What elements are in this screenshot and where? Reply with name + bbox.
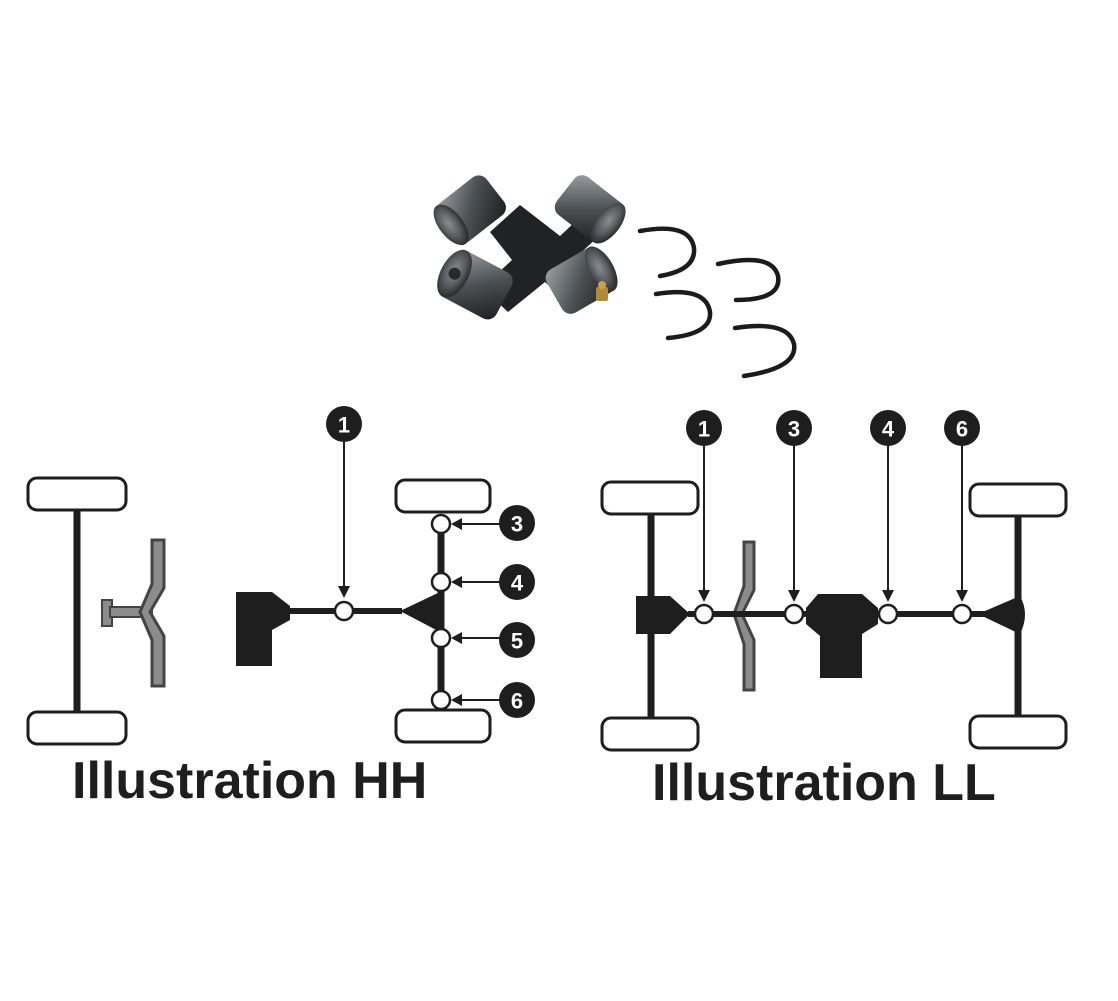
joint-1 [693,603,715,625]
caption-hh: Illustration HH [72,752,427,810]
rear-right-tire [394,708,492,744]
svg-text:4: 4 [882,417,895,442]
joint-4 [430,571,452,593]
svg-text:4: 4 [511,571,524,596]
svg-text:3: 3 [788,417,800,442]
joint-3 [430,513,452,535]
joint-4 [877,603,899,625]
caption-ll: Illustration LL [652,754,996,812]
steering-linkage-icon [101,538,166,688]
badge-ll-4: 4 [870,410,906,446]
rear-differential [978,596,1025,634]
joint-1 [333,600,355,622]
svg-text:1: 1 [338,413,350,438]
illustration-hh: 1 3 4 5 6 Illustration HH [26,406,535,810]
badge-hh-5: 5 [499,622,535,658]
front-right-tire [600,716,700,752]
svg-text:3: 3 [511,512,523,537]
badge-hh-6: 6 [499,682,535,718]
joint-3 [783,603,805,625]
rear-right-tire [968,714,1068,750]
front-right-tire [26,710,128,746]
transfer-case [806,594,878,678]
joint-6 [430,689,452,711]
front-differential [636,596,690,634]
svg-text:5: 5 [511,629,523,654]
rear-left-tire [968,482,1068,518]
svg-text:6: 6 [511,689,523,714]
rear-differential [400,592,444,632]
svg-text:6: 6 [956,417,968,442]
rear-left-tire [394,478,492,514]
joint-5 [430,627,452,649]
front-left-tire [600,480,700,516]
transmission [236,592,290,666]
badge-hh-3: 3 [499,505,535,541]
illustration-ll: 1 3 4 6 Illustration LL [600,410,1068,812]
badge-hh-4: 4 [499,564,535,600]
front-left-tire [26,476,128,512]
badge-ll-3: 3 [776,410,812,446]
snap-ring-clip-icon [637,226,797,379]
steering-linkage-icon [732,540,756,692]
svg-text:1: 1 [698,417,710,442]
badge-hh-1: 1 [326,406,362,442]
badge-ll-1: 1 [686,410,722,446]
joint-6 [951,603,973,625]
universal-joint-cross-icon [433,175,626,320]
badge-ll-6: 6 [944,410,980,446]
